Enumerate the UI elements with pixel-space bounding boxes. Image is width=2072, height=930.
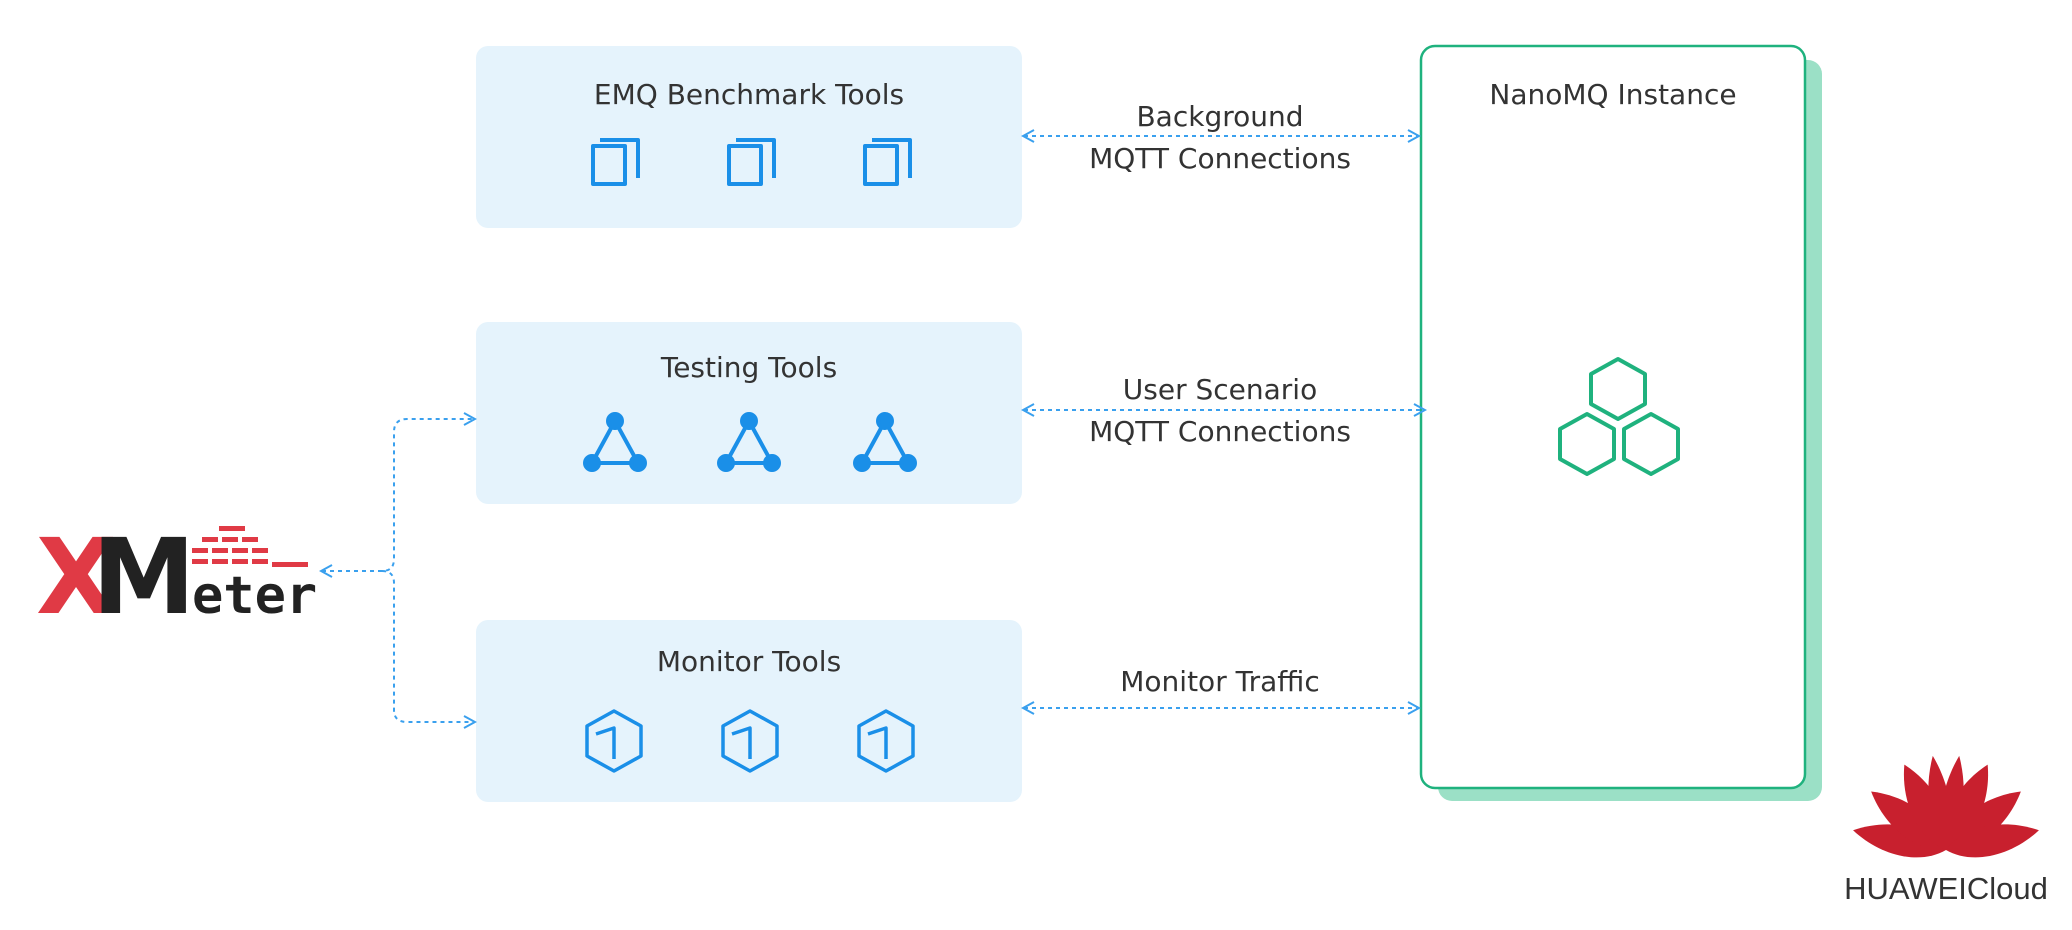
benchmark-tools-box: EMQ Benchmark Tools: [476, 46, 1022, 228]
monitor-tools-box: Monitor Tools: [476, 620, 1022, 802]
testing-tools-title: Testing Tools: [660, 351, 837, 384]
xmeter-logo-m: M: [92, 516, 196, 638]
user-scenario-label-line2: MQTT Connections: [1089, 415, 1351, 448]
huawei-cloud-logo: HUAWEICloud: [1844, 755, 2048, 906]
xmeter-connector: [322, 419, 474, 722]
benchmark-tools-title: EMQ Benchmark Tools: [594, 78, 904, 111]
xmeter-logo-x: X: [36, 516, 116, 638]
cube-icon: [721, 709, 779, 773]
monitor-traffic-connection: Monitor Traffic: [1024, 665, 1418, 708]
background-label-line2: MQTT Connections: [1089, 142, 1351, 175]
equalizer-icon: [192, 526, 308, 567]
cube-icon: [857, 709, 915, 773]
network-triangle-icon: [717, 412, 781, 472]
huawei-flower-icon: [1853, 755, 2039, 858]
copy-icon: [863, 138, 912, 186]
copy-icon: [591, 138, 640, 186]
hexagon-cluster-icon: [1558, 357, 1680, 476]
user-scenario-label-line1: User Scenario: [1123, 373, 1317, 406]
cube-icon: [585, 709, 643, 773]
huawei-cloud-label: HUAWEICloud: [1844, 871, 2048, 906]
background-label-line1: Background: [1136, 100, 1303, 133]
monitor-tools-title: Monitor Tools: [657, 645, 841, 678]
network-triangle-icon: [583, 412, 647, 472]
monitor-traffic-label: Monitor Traffic: [1120, 665, 1319, 698]
network-triangle-icon: [853, 412, 917, 472]
nanomq-instance-panel: NanoMQ Instance: [1419, 44, 1822, 801]
testing-tools-box: Testing Tools: [476, 322, 1022, 504]
user-scenario-connection: User Scenario MQTT Connections: [1024, 373, 1424, 448]
background-connection: Background MQTT Connections: [1024, 100, 1418, 175]
xmeter-logo-eter: eter: [192, 566, 317, 626]
xmeter-logo: X M eter: [36, 516, 317, 638]
nanomq-instance-title: NanoMQ Instance: [1489, 78, 1736, 111]
copy-icon: [727, 138, 776, 186]
